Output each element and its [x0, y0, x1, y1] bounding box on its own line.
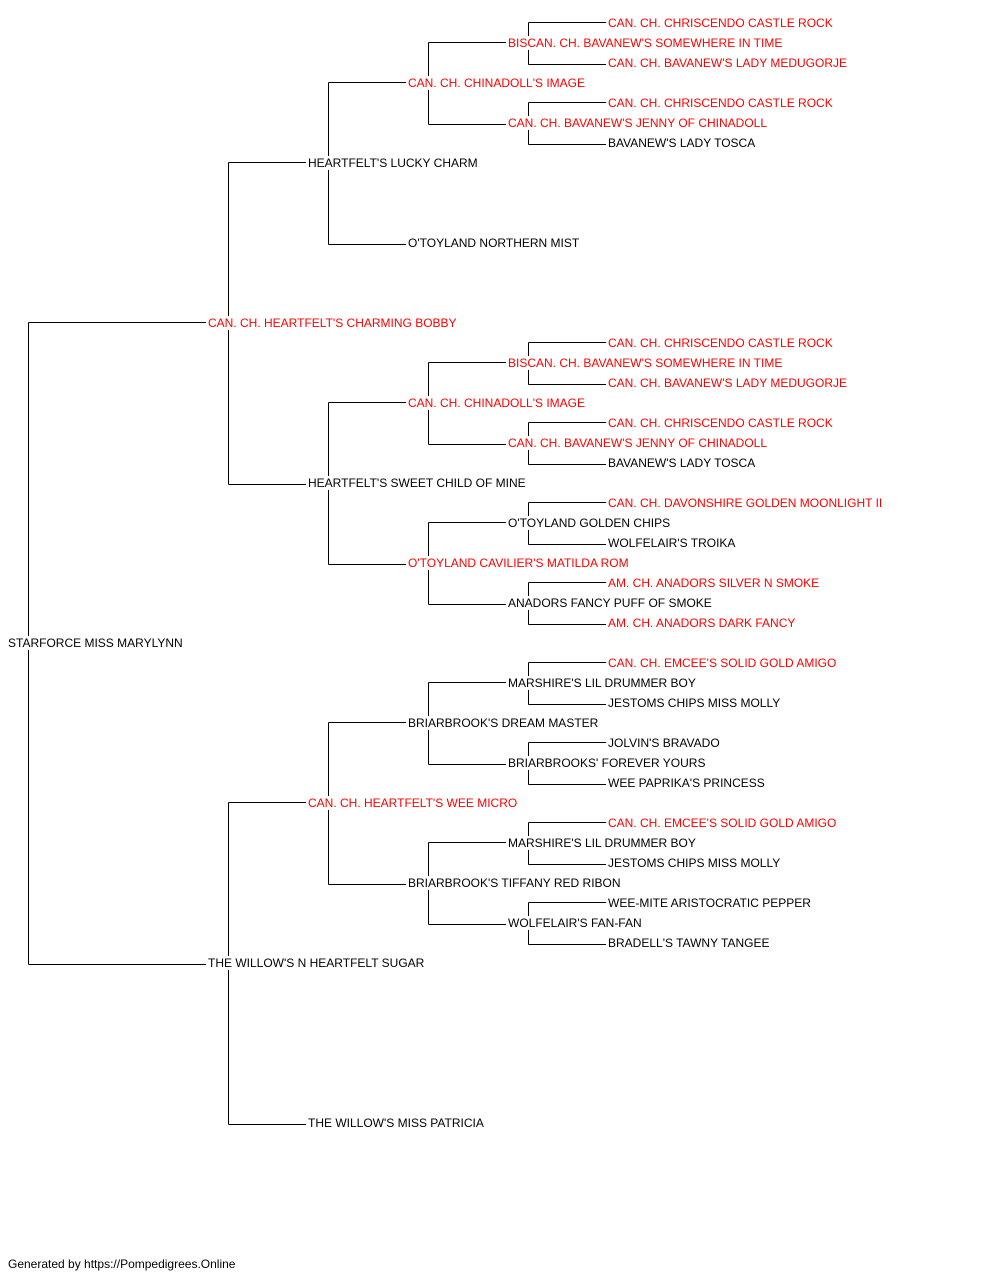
ancestor-name: CAN. CH. BAVANEW'S JENNY OF CHINADOLL — [508, 436, 770, 450]
ancestor-name: HEARTFELT'S SWEET CHILD OF MINE — [308, 476, 528, 490]
ancestor-name: THE WILLOW'S N HEARTFELT SUGAR — [208, 956, 427, 970]
ancestor-name: CAN. CH. HEARTFELT'S WEE MICRO — [308, 796, 520, 810]
ancestor-name: JESTOMS CHIPS MISS MOLLY — [608, 696, 783, 710]
ancestor-name: CAN. CH. EMCEE'S SOLID GOLD AMIGO — [608, 816, 839, 830]
ancestor-name: WEE-MITE ARISTOCRATIC PEPPER — [608, 896, 813, 910]
ancestor-name: BRIARBROOK'S TIFFANY RED RIBON — [408, 876, 623, 890]
ancestor-name: WOLFELAIR'S TROIKA — [608, 536, 738, 550]
ancestor-name: HEARTFELT'S LUCKY CHARM — [308, 156, 480, 170]
ancestor-name: WEE PAPRIKA'S PRINCESS — [608, 776, 767, 790]
ancestor-name: ANADORS FANCY PUFF OF SMOKE — [508, 596, 714, 610]
ancestor-name: MARSHIRE'S LIL DRUMMER BOY — [508, 836, 698, 850]
ancestor-name: CAN. CH. CHINADOLL'S IMAGE — [408, 76, 587, 90]
ancestor-name: CAN. CH. EMCEE'S SOLID GOLD AMIGO — [608, 656, 839, 670]
ancestor-name: CAN. CH. HEARTFELT'S CHARMING BOBBY — [208, 316, 459, 330]
ancestor-name: O'TOYLAND GOLDEN CHIPS — [508, 516, 673, 530]
ancestor-name: CAN. CH. DAVONSHIRE GOLDEN MOONLIGHT II — [608, 496, 885, 510]
ancestor-name: BRIARBROOK'S DREAM MASTER — [408, 716, 601, 730]
ancestor-name: MARSHIRE'S LIL DRUMMER BOY — [508, 676, 698, 690]
ancestor-name: CAN. CH. BAVANEW'S JENNY OF CHINADOLL — [508, 116, 770, 130]
ancestor-name: BISCAN. CH. BAVANEW'S SOMEWHERE IN TIME — [508, 36, 785, 50]
ancestor-name: BISCAN. CH. BAVANEW'S SOMEWHERE IN TIME — [508, 356, 785, 370]
ancestor-name: O'TOYLAND NORTHERN MIST — [408, 236, 582, 250]
ancestor-name: AM. CH. ANADORS DARK FANCY — [608, 616, 798, 630]
ancestor-name: CAN. CH. BAVANEW'S LADY MEDUGORJE — [608, 376, 849, 390]
generator-footer: Generated by https://Pompedigrees.Online — [8, 1257, 236, 1271]
ancestor-name: CAN. CH. CHINADOLL'S IMAGE — [408, 396, 587, 410]
ancestor-name: CAN. CH. CHRISCENDO CASTLE ROCK — [608, 96, 835, 110]
ancestor-name: CAN. CH. BAVANEW'S LADY MEDUGORJE — [608, 56, 849, 70]
ancestor-name: THE WILLOW'S MISS PATRICIA — [308, 1116, 486, 1130]
ancestor-name: WOLFELAIR'S FAN-FAN — [508, 916, 644, 930]
ancestor-name: BAVANEW'S LADY TOSCA — [608, 136, 758, 150]
ancestor-name: BRIARBROOKS' FOREVER YOURS — [508, 756, 708, 770]
ancestor-name: BAVANEW'S LADY TOSCA — [608, 456, 758, 470]
ancestor-name: BRADELL'S TAWNY TANGEE — [608, 936, 772, 950]
subject-dog-name: STARFORCE MISS MARYLYNN — [8, 636, 185, 650]
ancestor-name: CAN. CH. CHRISCENDO CASTLE ROCK — [608, 336, 835, 350]
ancestor-name: O'TOYLAND CAVILIER'S MATILDA ROM — [408, 556, 631, 570]
ancestor-name: CAN. CH. CHRISCENDO CASTLE ROCK — [608, 416, 835, 430]
ancestor-name: CAN. CH. CHRISCENDO CASTLE ROCK — [608, 16, 835, 30]
ancestor-name: JESTOMS CHIPS MISS MOLLY — [608, 856, 783, 870]
ancestor-name: AM. CH. ANADORS SILVER N SMOKE — [608, 576, 822, 590]
ancestor-name: JOLVIN'S BRAVADO — [608, 736, 722, 750]
